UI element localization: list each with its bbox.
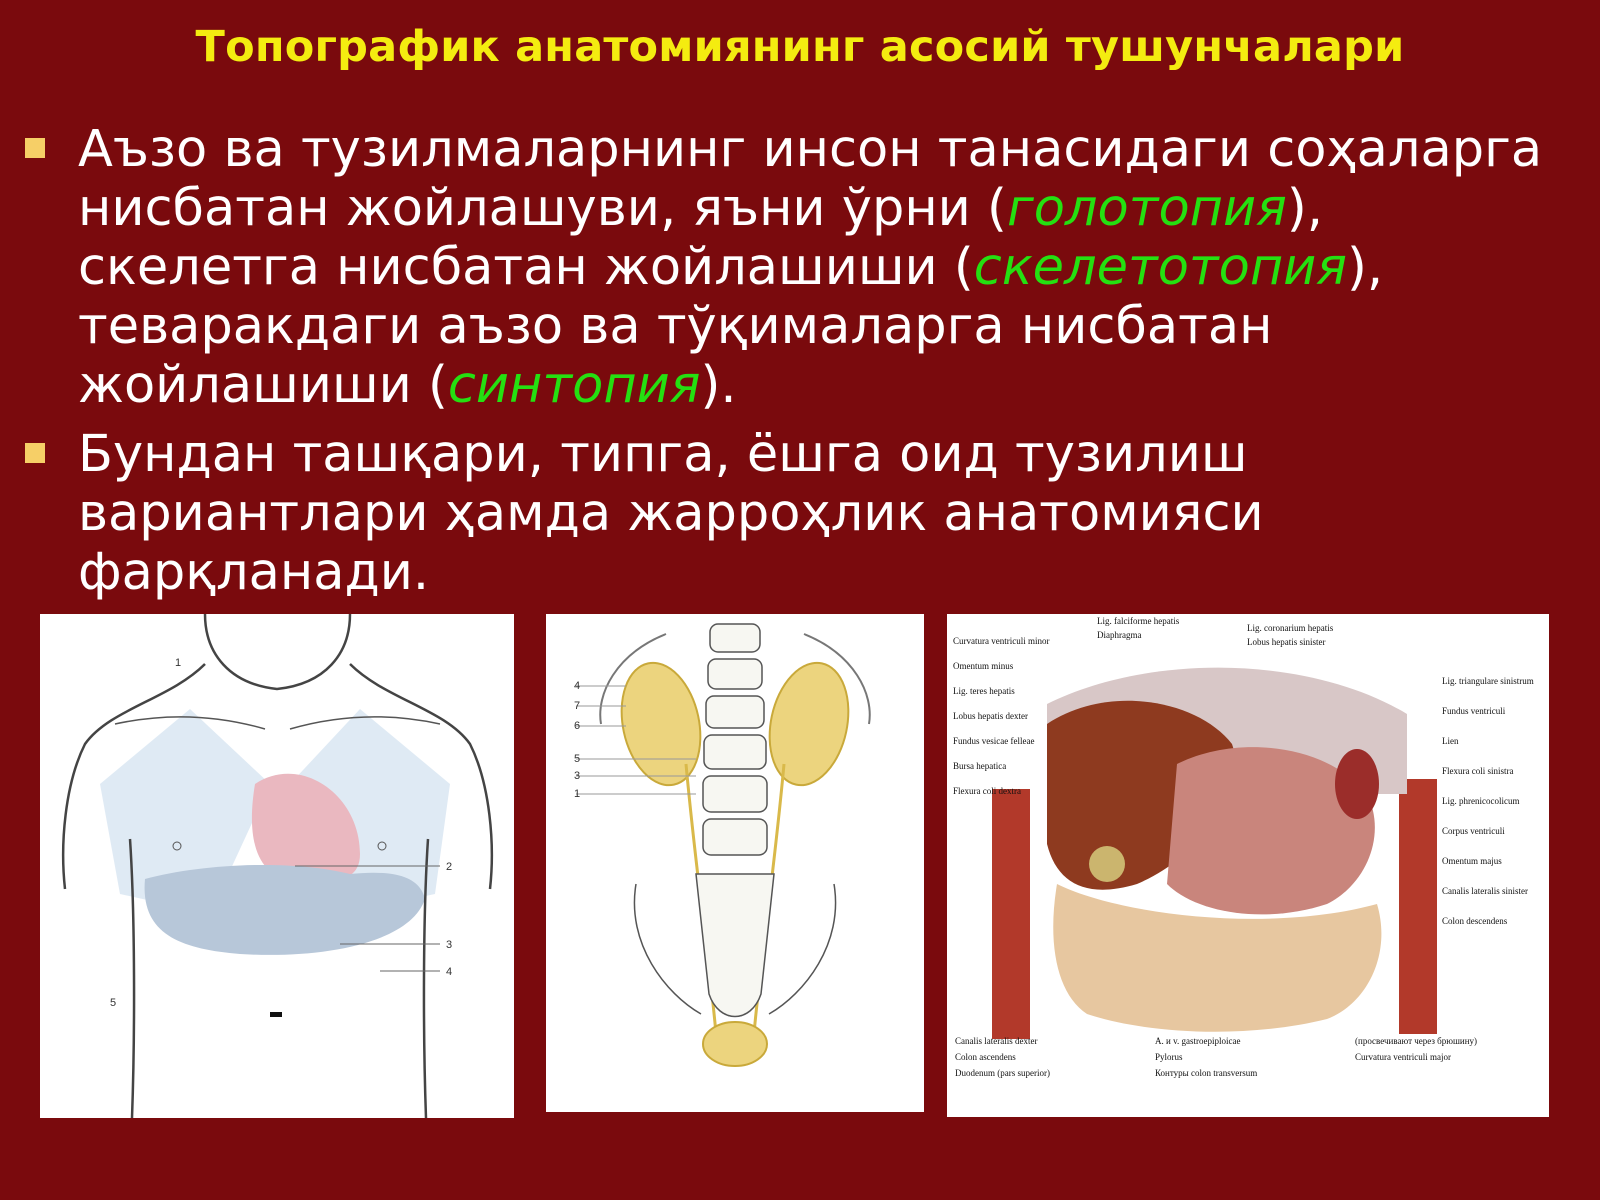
- bullet-text-part: Бундан ташқари, типга, ёшга оид тузилиш …: [78, 425, 1264, 602]
- chest-illustration: 1 2 3 4 5: [61, 614, 494, 1118]
- abdomen-label: Lig. teres hepatis: [953, 686, 1015, 696]
- spine-rib-arc-left: [599, 633, 667, 725]
- abdomen-label: Bursa hepatica: [953, 761, 1006, 771]
- spine-label: 3: [574, 770, 580, 782]
- abdomen-label: Lobus hepatis sinister: [1247, 637, 1326, 647]
- abdominal-wall-left: [992, 789, 1030, 1039]
- abdomen-label: Контуры colon transversum: [1155, 1068, 1257, 1078]
- spine-label: 7: [574, 700, 580, 712]
- chest-liver-shade: [144, 864, 425, 955]
- chest-heart-shade: [251, 773, 360, 882]
- spine-label: 4: [574, 680, 580, 692]
- abdomen-label: Diaphragma: [1097, 630, 1141, 640]
- chest-label-1: 1: [175, 657, 181, 669]
- chest-label-4: 4: [446, 966, 452, 978]
- chest-umbilicus: [270, 1012, 282, 1017]
- abdomen-label: Colon descendens: [1442, 916, 1508, 926]
- abdomen-label: (просвечивают через брюшину): [1355, 1036, 1477, 1046]
- spine-rib-arc-right: [803, 633, 871, 725]
- spine-figure: 4 7 6 5 3 1: [546, 614, 924, 1112]
- bullet-text-part: ), теваракдаги аъзо ва тўқималарга нисба…: [78, 238, 1384, 415]
- chest-label-2: 2: [446, 861, 452, 873]
- vertebral-column: [702, 623, 768, 856]
- bullet-text-part: Аъзо ва тузилмаларнинг инсон танасидаги …: [78, 120, 1543, 238]
- abdomen-label: Lig. phrenicocolicum: [1442, 796, 1519, 806]
- spine-label: 6: [574, 720, 580, 732]
- abdomen-label: Canalis lateralis sinister: [1442, 886, 1528, 896]
- chest-outline: [61, 614, 494, 1118]
- slide-title: Топографик анатомиянинг асосий тушунчала…: [195, 22, 1405, 72]
- sacrum: [695, 873, 775, 1018]
- abdomen-label: Fundus ventriculi: [1442, 706, 1506, 716]
- bullet-square-icon: [25, 138, 45, 158]
- gallbladder: [1089, 846, 1125, 882]
- abdomen-label: Curvatura ventriculi minor: [953, 636, 1049, 646]
- abdomen-label: Flexura coli sinistra: [1442, 766, 1514, 776]
- spleen: [1335, 749, 1379, 819]
- abdomen-label: Lig. triangulare sinistrum: [1442, 676, 1534, 686]
- spine-illustration: 4 7 6 5 3 1: [574, 623, 871, 1067]
- chest-figure: 1 2 3 4 5: [40, 614, 514, 1118]
- chest-label-5: 5: [110, 997, 116, 1009]
- abdomen-label: Omentum majus: [1442, 856, 1502, 866]
- bullet-item: Бундан ташқари, типга, ёшга оид тузилиш …: [20, 425, 1580, 602]
- abdomen-label: Fundus vesicae felleae: [953, 736, 1034, 746]
- kidney-left: [620, 661, 702, 787]
- stomach: [1167, 747, 1375, 915]
- abdomen-label: Flexura coli dextra: [953, 786, 1021, 796]
- abdominal-wall-right: [1399, 779, 1437, 1034]
- chest-label-3: 3: [446, 939, 452, 951]
- abdomen-label: Lig. falciforme hepatis: [1097, 616, 1180, 626]
- bullet-item: Аъзо ва тузилмаларнинг инсон танасидаги …: [20, 120, 1580, 415]
- omentum-majus: [1053, 884, 1382, 1032]
- chest-lung-left-shade: [100, 709, 270, 914]
- spine-label: 5: [574, 753, 580, 765]
- abdomen-label: Pylorus: [1155, 1052, 1183, 1062]
- term-syntopia: синтопия: [447, 356, 701, 415]
- term-golotopia: голотопия: [1006, 179, 1287, 238]
- bullet-text-part: ).: [700, 356, 737, 415]
- abdomen-label: Lien: [1442, 736, 1459, 746]
- abdomen-label: Curvatura ventriculi major: [1355, 1052, 1451, 1062]
- abdomen-label: Omentum minus: [953, 661, 1014, 671]
- pelvis-outline: [633, 883, 837, 1015]
- abdomen-label: Colon ascendens: [955, 1052, 1016, 1062]
- term-skeletotopia: скелетотопия: [973, 238, 1347, 297]
- abdomen-label: Duodenum (pars superior): [955, 1068, 1050, 1078]
- spine-leaders: [576, 685, 696, 795]
- bladder: [702, 1021, 768, 1067]
- bullet-list: Аъзо ва тузилмаларнинг инсон танасидаги …: [20, 120, 1580, 612]
- bullet-square-icon: [25, 443, 45, 463]
- chest-clavicles: [114, 716, 441, 730]
- abdomen-label: Canalis lateralis dexter: [955, 1036, 1037, 1046]
- abdomen-label: Corpus ventriculi: [1442, 826, 1505, 836]
- kidney-right: [768, 661, 850, 787]
- abdomen-label: Lobus hepatis dexter: [953, 711, 1028, 721]
- abdomen-label: A. и v. gastroepiploicae: [1155, 1036, 1240, 1046]
- spine-label: 1: [574, 788, 580, 800]
- abdomen-label: Lig. coronarium hepatis: [1247, 623, 1334, 633]
- bullet-text-part: ), скелетга нисбатан жойлашиши (: [78, 179, 1323, 297]
- chest-nipple-left: [172, 841, 182, 851]
- chest-nipple-right: [377, 841, 387, 851]
